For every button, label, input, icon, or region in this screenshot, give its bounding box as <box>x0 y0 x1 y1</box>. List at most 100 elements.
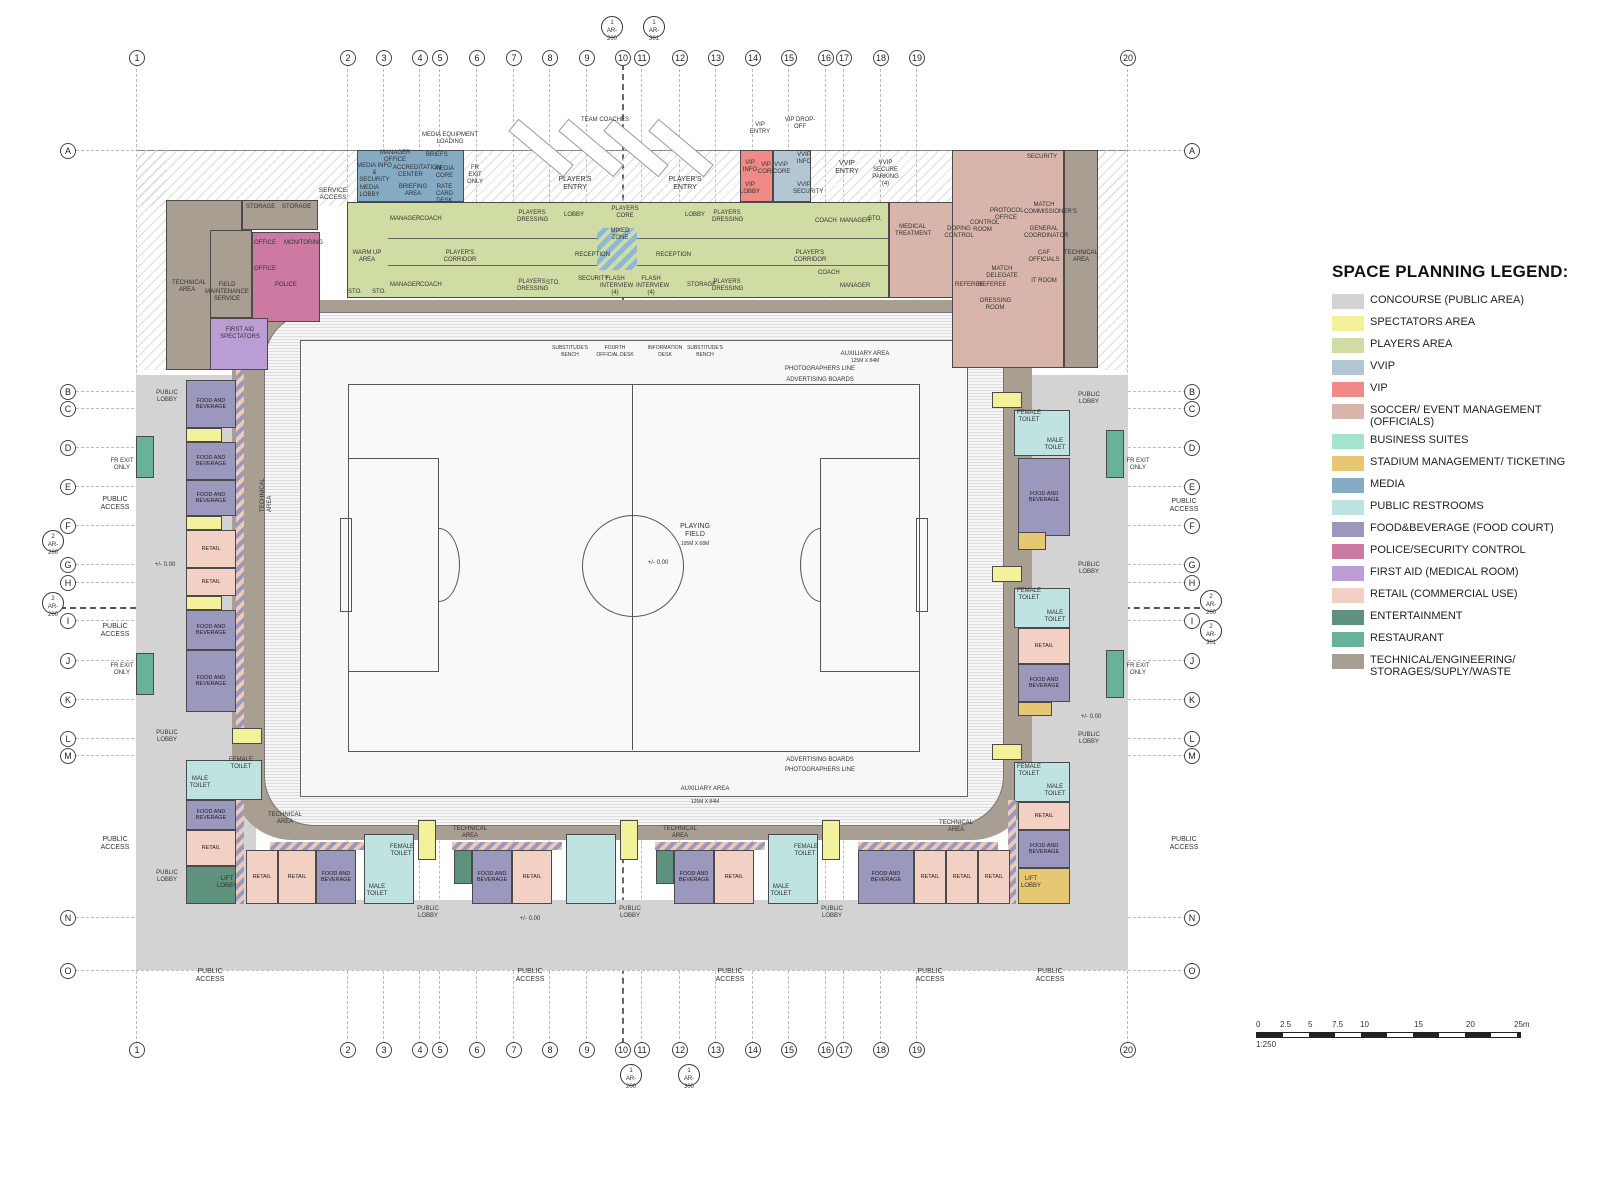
auxiliary-size-bottom: 125m x 84m <box>690 799 720 805</box>
monitoring-label: MONITORING <box>284 240 323 246</box>
section-number: 2 <box>1209 594 1213 600</box>
grid-row-b: B <box>60 384 76 400</box>
auxiliary-area-top: AUXILIARY AREA <box>840 351 890 357</box>
section-number: 2 <box>51 596 55 602</box>
public-access-e2[interactable]: PUBLIC ACCESS <box>1169 836 1199 851</box>
caf-officials-label: CAF OFFICIALS <box>1028 250 1060 263</box>
grid-row-f: F <box>60 518 76 534</box>
legend-swatch <box>1332 632 1364 647</box>
grid-row-e: E <box>60 479 76 495</box>
media-block <box>357 150 464 202</box>
scale-tick: 5 <box>1308 1020 1313 1029</box>
public-lobby-label: PUBLIC LOBBY <box>156 730 178 743</box>
grid-row-a: A <box>60 143 76 159</box>
food-beverage-s4: FOOD AND BEVERAGE <box>858 850 914 904</box>
warm-up-left-label: WARM UP AREA <box>352 250 382 263</box>
public-access-s5[interactable]: PUBLIC ACCESS <box>1035 968 1065 983</box>
general-coordinator-label: GENERAL COORDINATOR <box>1024 226 1069 239</box>
public-access-w3[interactable]: PUBLIC ACCESS <box>100 836 130 851</box>
information-desk: INFORMATION DESK <box>647 345 683 358</box>
right-forecourt <box>1097 150 1127 370</box>
grid-col-10: 10 <box>615 50 631 66</box>
auxiliary-area-bottom: AUXILIARY AREA <box>680 786 730 792</box>
mgmt-e2 <box>1018 702 1052 716</box>
legend-item-restaurant: RESTAURANT <box>1332 630 1592 648</box>
room-label: FOOD AND BEVERAGE <box>195 455 227 467</box>
section-ref: AR-301 <box>1205 632 1217 646</box>
food-beverage-w3: FOOD AND BEVERAGE <box>186 480 236 516</box>
scale-tick: 7.5 <box>1332 1020 1344 1029</box>
legend-label: SPECTATORS AREA <box>1370 316 1476 328</box>
public-access-s3[interactable]: PUBLIC ACCESS <box>715 968 745 983</box>
grid-row-h: H <box>60 575 76 591</box>
public-access-w2[interactable]: PUBLIC ACCESS <box>100 623 130 638</box>
food-beverage-e2: FOOD AND BEVERAGE <box>1018 664 1070 702</box>
field-size: 105m x 68m <box>680 541 710 547</box>
grid-row-f: F <box>1184 518 1200 534</box>
grid-col-17: 17 <box>836 1042 852 1058</box>
scale-bar: 0 2.5 5 7.5 10 15 20 25m 1:250 <box>1256 1020 1530 1049</box>
grid-col-3: 3 <box>376 1042 392 1058</box>
stair-w1 <box>186 428 222 442</box>
grid-col-4: 4 <box>412 1042 428 1058</box>
technical-area-ne <box>1064 150 1098 368</box>
vomitory-s2 <box>620 820 638 860</box>
storage-2-label: STORAGE <box>282 204 312 210</box>
legend-swatch <box>1332 522 1364 537</box>
grid-row-j: J <box>60 653 76 669</box>
legend-item-players: PLAYERS AREA <box>1332 336 1592 354</box>
grid-col-14: 14 <box>745 1042 761 1058</box>
vvip-info-label: VVIP INFO <box>796 152 812 165</box>
male-toilet-label: MALE TOILET <box>1044 438 1066 451</box>
food-beverage-w4: FOOD AND BEVERAGE <box>186 610 236 650</box>
legend-item-vvip: VVIP <box>1332 358 1592 376</box>
retail-e1: RETAIL <box>1018 628 1070 664</box>
public-access-s4[interactable]: PUBLIC ACCESS <box>915 968 945 983</box>
grid-row-i: I <box>60 613 76 629</box>
scale-tick: 0 <box>1256 1020 1261 1029</box>
scale-tick: 25m <box>1514 1020 1530 1029</box>
food-beverage-e1: FOOD AND BEVERAGE <box>1018 458 1070 536</box>
vip-entry-label: VIP ENTRY <box>749 122 771 135</box>
penalty-box-left <box>348 458 439 672</box>
grid-row-o: O <box>1184 963 1200 979</box>
female-toilet-label: FEMALE TOILET <box>390 844 415 857</box>
officials-security-label: SECURITY <box>1026 154 1058 160</box>
public-lobby-label: PUBLIC LOBBY <box>156 870 178 883</box>
public-access-s2[interactable]: PUBLIC ACCESS <box>515 968 545 983</box>
male-toilet-label: MALE TOILET <box>189 776 211 789</box>
coach-label: COACH <box>815 218 837 224</box>
scale-tick: 15 <box>1414 1020 1423 1029</box>
grid-col-16: 16 <box>818 50 834 66</box>
room-label: FOOD AND BEVERAGE <box>678 871 710 883</box>
scale-ticks: 0 2.5 5 7.5 10 15 20 25m <box>1256 1020 1530 1032</box>
vomitory-s3 <box>822 820 840 860</box>
grid-col-13: 13 <box>708 1042 724 1058</box>
entertainment-s2 <box>656 850 674 884</box>
retail-e2: RETAIL <box>1018 802 1070 830</box>
public-lobby-label: PUBLIC LOBBY <box>156 390 178 403</box>
legend-label: VVIP <box>1370 360 1396 372</box>
public-access-w1[interactable]: PUBLIC ACCESS <box>100 496 130 511</box>
briefing-area-label: BRIEFING AREA <box>398 184 428 197</box>
section-ref: AR-301 <box>648 28 660 42</box>
public-access-e1[interactable]: PUBLIC ACCESS <box>1169 498 1199 513</box>
legend-item-management: STADIUM MANAGEMENT/ TICKETING <box>1332 454 1592 472</box>
vip-info-label: VIP INFO <box>742 160 758 173</box>
photographers-line-bottom: PHOTOGRAPHERS LINE <box>785 767 855 773</box>
public-access-s1[interactable]: PUBLIC ACCESS <box>195 968 225 983</box>
legend-label: PUBLIC RESTROOMS <box>1370 500 1484 512</box>
space-planning-legend: SPACE PLANNING LEGEND: CONCOURSE (PUBLIC… <box>1332 262 1592 682</box>
grid-col-18: 18 <box>873 50 889 66</box>
legend-item-restrooms: PUBLIC RESTROOMS <box>1332 498 1592 516</box>
legend-label: FOOD&BEVERAGE (FOOD COURT) <box>1370 522 1554 534</box>
scale-tick: 10 <box>1360 1020 1369 1029</box>
